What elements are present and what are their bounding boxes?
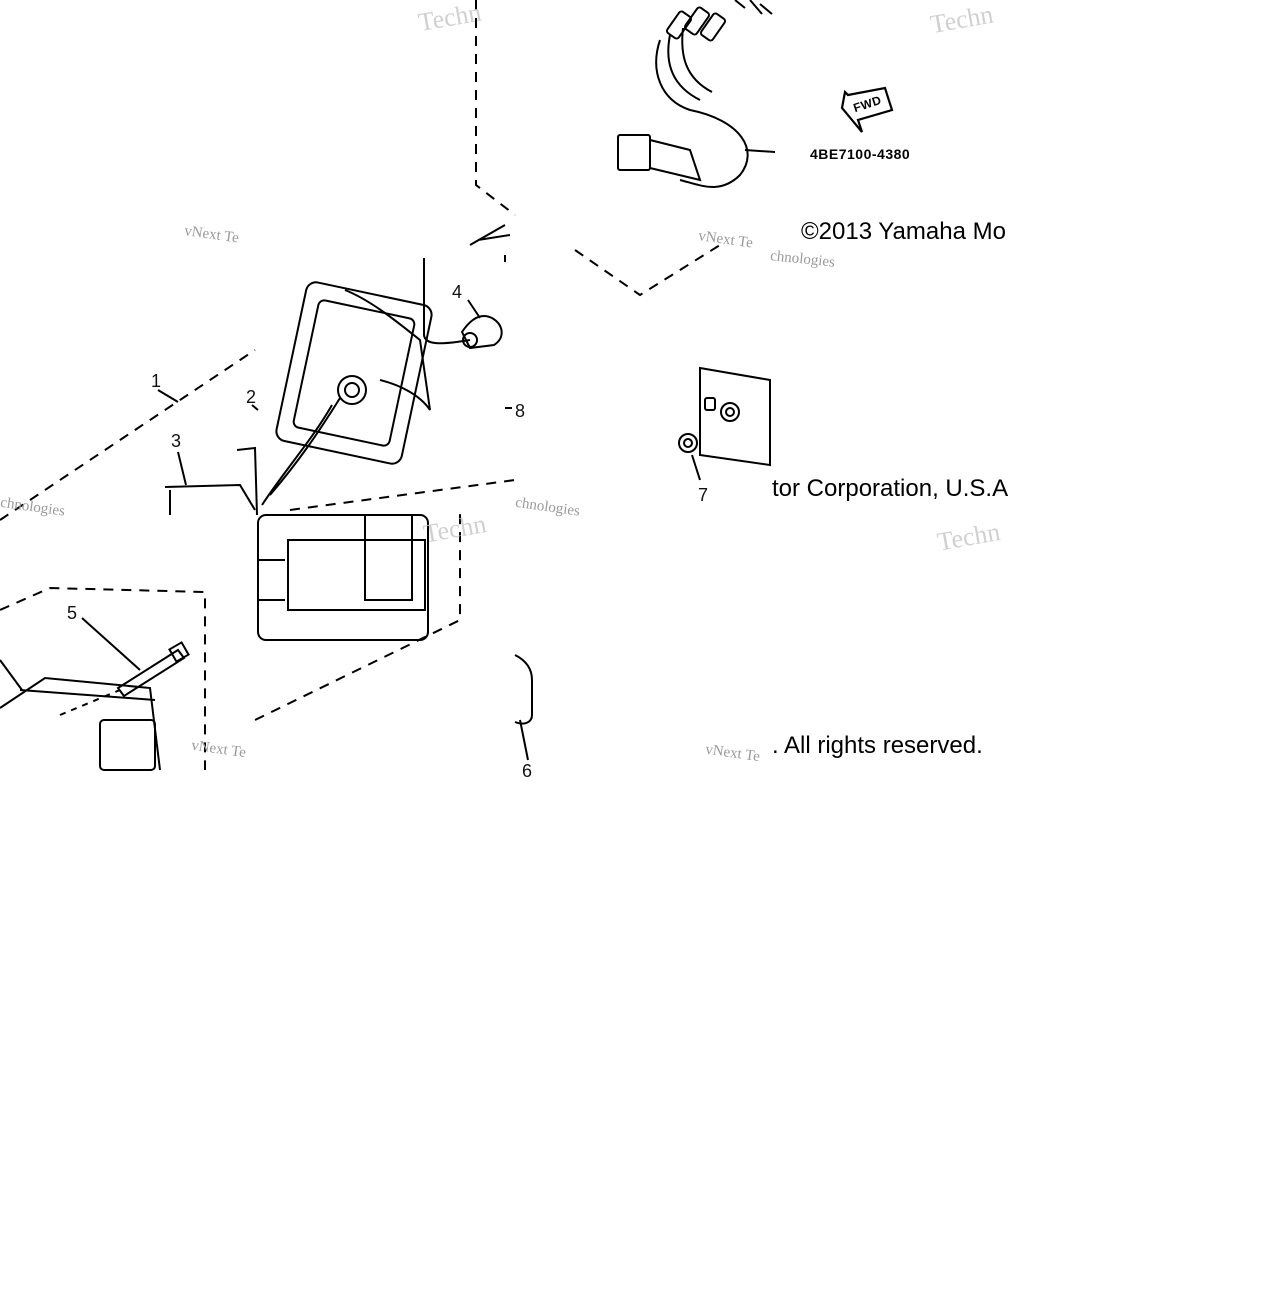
leader-7 [691, 454, 701, 481]
reflector-panel [364, 514, 413, 601]
dashed-outline-harness [475, 0, 721, 297]
copyright-line-1: ©2013 Yamaha Mo [801, 220, 1006, 244]
lamp-wires [261, 397, 341, 506]
terminal-3 [699, 12, 727, 42]
bulb [460, 314, 503, 350]
gasket-6 [514, 654, 533, 725]
leader-3 [177, 451, 187, 486]
leader-lower [0, 659, 23, 691]
license-plate-lamp [699, 366, 771, 467]
callout-2: 2 [246, 387, 257, 407]
leader-2 [251, 404, 259, 411]
part-code: 4BE7100-4380 [810, 146, 911, 162]
copyright-line-3: . All rights reserved. [772, 732, 983, 759]
callout-7: 7 [698, 485, 709, 505]
callout-3: 3 [171, 431, 182, 451]
harness-tail [744, 149, 776, 153]
callout-6: 6 [522, 761, 533, 781]
callout-1: 1 [151, 371, 162, 391]
lamp-bracket-lower [0, 676, 161, 771]
dashed-outline-lamp [0, 349, 516, 721]
copyright-line-2: tor Corporation, U.S.A [772, 477, 1009, 501]
callout-4: 4 [452, 282, 463, 302]
callout-8: 8 [515, 401, 526, 421]
reflector-housing [257, 514, 429, 641]
lamp-cone [344, 289, 431, 411]
bulb-socket [337, 375, 367, 405]
fwd-arrow-shape [840, 86, 894, 133]
lens-3 [164, 483, 256, 515]
harness-wires [655, 39, 749, 188]
nut-7 [678, 433, 698, 453]
callout-5: 5 [67, 603, 78, 623]
lamp-lens-frame [275, 281, 433, 465]
leader-1 [157, 389, 179, 403]
terminal-1 [665, 10, 693, 40]
leader-4 [467, 299, 481, 319]
dashed-outline-lower [0, 586, 206, 770]
leader-5 [81, 617, 141, 671]
terminal-2 [683, 6, 711, 36]
lamp-bracket-frame [423, 255, 506, 345]
leader-6 [519, 719, 529, 761]
coupler [617, 134, 651, 171]
